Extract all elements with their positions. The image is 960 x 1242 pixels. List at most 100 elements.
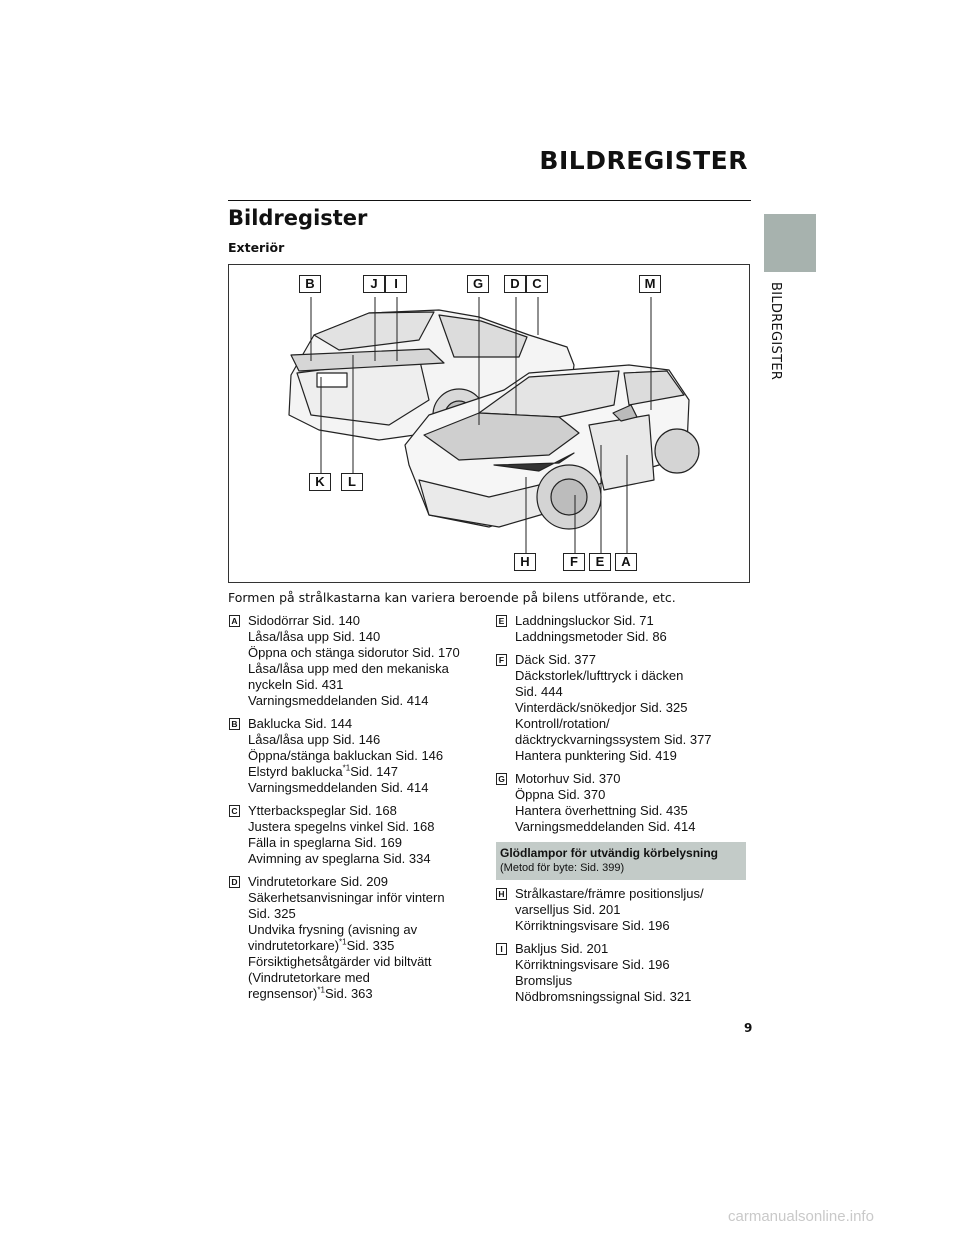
index-line: Kontroll/rotation/ — [515, 716, 610, 731]
callout-k: K — [309, 473, 331, 491]
callout-b: B — [299, 275, 321, 293]
index-line: Elstyrd baklucka*1Sid. 147 — [248, 763, 398, 779]
index-line: Vinterdäck/snökedjor Sid. 325 — [515, 700, 688, 715]
index-line: Hantera punktering Sid. 419 — [515, 748, 677, 763]
index-line: Undvika frysning (avisning av — [248, 922, 418, 937]
info-box-subtitle: (Metod för byte: Sid. 399) — [500, 862, 625, 874]
letter-badge: F — [496, 654, 507, 666]
index-line: Avimning av speglarna Sid. 334 — [248, 851, 431, 866]
index-line: Varningsmeddelanden Sid. 414 — [515, 819, 696, 834]
index-line: Sid. 325 — [248, 906, 296, 921]
index-line: Hantera överhettning Sid. 435 — [515, 803, 688, 818]
callout-m: M — [639, 275, 661, 293]
rear-side-glass — [438, 314, 528, 358]
index-line: Fälla in speglarna Sid. 169 — [248, 835, 402, 850]
side-section-label: BILDREGISTER — [768, 282, 783, 381]
letter-badge: G — [496, 773, 507, 785]
letter-badge: C — [229, 805, 240, 817]
footnote-marker: *1 — [317, 985, 325, 995]
index-line: nyckeln Sid. 431 — [248, 677, 344, 692]
letter-badge: E — [496, 615, 507, 627]
index-line: Körriktningsvisare Sid. 196 — [515, 957, 670, 972]
index-line: Strålkastare/främre positionsljus/ — [515, 886, 704, 901]
index-line: Laddningsmetoder Sid. 86 — [515, 629, 667, 644]
callout-f: F — [563, 553, 585, 571]
info-box: Glödlampor för utvändig körbelysning (Met… — [496, 842, 746, 880]
index-line: Ytterbackspeglar Sid. 168 — [248, 803, 397, 818]
header-title: BILDREGISTER — [539, 146, 748, 175]
index-line: (Vindrutetorkare med — [248, 970, 370, 985]
index-line: Motorhuv Sid. 370 — [515, 771, 621, 786]
index-line: Säkerhetsanvisningar inför vintern — [248, 890, 445, 905]
headlamp — [493, 452, 575, 472]
letter-badge: A — [229, 615, 240, 627]
index-line: varselljus Sid. 201 — [515, 902, 621, 917]
rear-plate — [316, 372, 348, 388]
section-tab[interactable] — [764, 214, 816, 272]
index-line: Öppna Sid. 370 — [515, 787, 606, 802]
page-title: Bildregister — [228, 206, 368, 230]
callout-j: J — [363, 275, 385, 293]
index-line: Bromsljus — [515, 973, 573, 988]
figure-caption: Formen på strålkastarna kan variera bero… — [228, 590, 676, 605]
rear-lamp-bar — [290, 348, 445, 372]
index-line: Öppna/stänga bakluckan Sid. 146 — [248, 748, 444, 763]
index-line: regnsensor)*1Sid. 363 — [248, 985, 373, 1001]
page-number: 9 — [744, 1021, 753, 1035]
letter-badge: H — [496, 888, 507, 900]
index-line: Låsa/låsa upp med den mekaniska — [248, 661, 449, 676]
letter-badge: I — [496, 943, 507, 955]
callout-c: C — [526, 275, 548, 293]
index-line: Låsa/låsa upp Sid. 146 — [248, 732, 381, 747]
index-line: Däck Sid. 377 — [515, 652, 596, 667]
watermark: carmanualsonline.info — [728, 1208, 874, 1225]
front-side-glass — [623, 370, 685, 406]
index-line: Låsa/låsa upp Sid. 140 — [248, 629, 381, 644]
index-line: Däckstorlek/lufttryck i däcken — [515, 668, 684, 683]
index-line: Öppna och stänga sidorutor Sid. 170 — [248, 645, 460, 660]
index-line: Varningsmeddelanden Sid. 414 — [248, 780, 429, 795]
index-line: Bakljus Sid. 201 — [515, 941, 609, 956]
footnote-marker: *1 — [339, 937, 347, 947]
index-line: Sid. 444 — [515, 684, 563, 699]
section-heading: Exteriör — [228, 240, 285, 255]
callout-d: D — [504, 275, 526, 293]
index-line: Körriktningsvisare Sid. 196 — [515, 918, 670, 933]
callout-i: I — [385, 275, 407, 293]
header-divider — [228, 200, 751, 201]
index-line: Justera spegelns vinkel Sid. 168 — [248, 819, 435, 834]
index-line: Nödbromsningssignal Sid. 321 — [515, 989, 692, 1004]
index-line: Laddningsluckor Sid. 71 — [515, 613, 654, 628]
index-line: vindrutetorkare)*1Sid. 335 — [248, 937, 395, 953]
index-entry-h: H Strålkastare/främre positionsljus/varse… — [496, 886, 746, 934]
callout-a: A — [615, 553, 637, 571]
index-line: Vindrutetorkare Sid. 209 — [248, 874, 388, 889]
index-line: Baklucka Sid. 144 — [248, 716, 353, 731]
index-line: Varningsmeddelanden Sid. 414 — [248, 693, 429, 708]
index-line: däcktryckvarningssystem Sid. 377 — [515, 732, 712, 747]
rear-window — [313, 311, 435, 351]
callout-h: H — [514, 553, 536, 571]
footnote-marker: *1 — [342, 763, 351, 773]
rear-wheel-front-car — [654, 428, 700, 474]
letter-badge: B — [229, 718, 240, 730]
callout-g: G — [467, 275, 489, 293]
index-line: Sidodörrar Sid. 140 — [248, 613, 361, 628]
callout-l: L — [341, 473, 363, 491]
letter-badge: D — [229, 876, 240, 888]
callout-e: E — [589, 553, 611, 571]
index-line: Försiktighetsåtgärder vid biltvätt — [248, 954, 432, 969]
side-mirror — [612, 404, 638, 422]
info-box-title: Glödlampor för utvändig körbelysning — [500, 846, 719, 860]
